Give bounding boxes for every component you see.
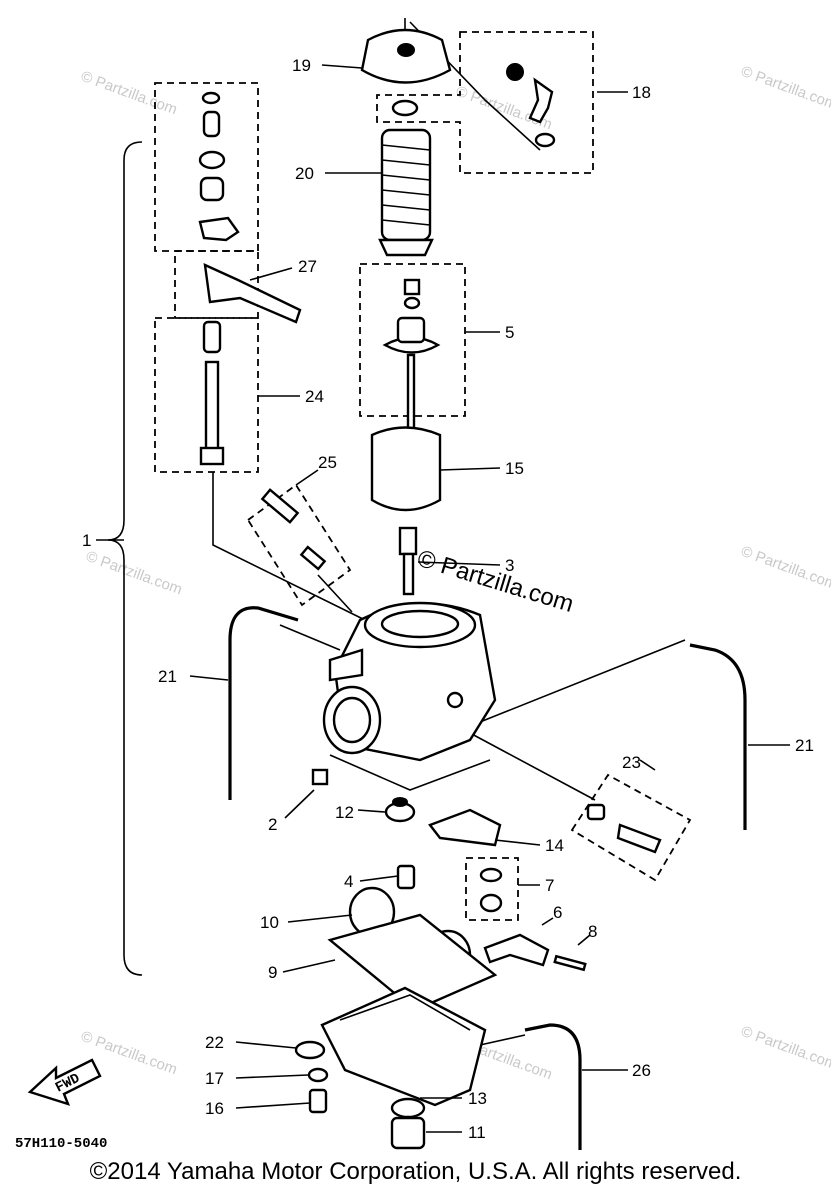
washer (391, 99, 419, 117)
callout-24: 24 (305, 387, 324, 406)
callout-1: 1 (82, 531, 91, 550)
callout-21-right: 21 (795, 736, 814, 755)
callout-8: 8 (588, 922, 597, 941)
slide-15 (370, 426, 442, 512)
line-12-guide (329, 754, 491, 791)
callout-26: 26 (632, 1061, 651, 1080)
callout-12: 12 (335, 803, 354, 822)
cap-19 (360, 28, 452, 84)
washer-17 (307, 1067, 329, 1083)
part-24 (199, 320, 225, 466)
part-13 (390, 1097, 426, 1119)
top-left-stack (198, 91, 240, 242)
part-2 (311, 768, 329, 786)
callout-16: 16 (205, 1099, 224, 1118)
part-12 (384, 797, 416, 823)
fwd-arrow: FWD (27, 1058, 102, 1106)
part-6 (483, 933, 550, 967)
callout-21-left: 21 (158, 667, 177, 686)
copyright-notice: ©2014 Yamaha Motor Corporation, U.S.A. A… (89, 1158, 742, 1185)
callout-22: 22 (205, 1033, 224, 1052)
line-25-to-body (317, 574, 353, 613)
callout-18: 18 (632, 83, 651, 102)
part-25 (260, 488, 327, 571)
spring-20 (378, 128, 434, 257)
callout-13: 13 (468, 1089, 487, 1108)
part-22 (294, 1040, 326, 1060)
watermarks: © Partzilla.com © Partzilla.com © Partzi… (79, 63, 831, 1084)
callout-labels: 19 18 20 27 5 24 15 25 1 3 21 21 23 2 12… (82, 56, 814, 1142)
line-24-to-body (212, 472, 366, 621)
dashed-box-23 (570, 773, 692, 882)
callout-15: 15 (505, 459, 524, 478)
diagram-code: 57H110-5040 (15, 1136, 107, 1152)
callout-23: 23 (622, 753, 641, 772)
callout-7: 7 (545, 876, 554, 895)
dashed-box-24 (154, 317, 259, 473)
pin-8 (553, 954, 587, 972)
dashed-box-7 (465, 857, 519, 921)
lever-27 (203, 263, 302, 324)
line-23 (454, 724, 596, 801)
watermark-7: © Partzilla.com (739, 1023, 831, 1074)
screw-16 (308, 1088, 328, 1114)
leader-lines (96, 64, 790, 1133)
carburetor-body (322, 601, 497, 762)
float-bowl (320, 986, 487, 1107)
watermark-5: © Partzilla.com (739, 543, 831, 594)
part-18 (506, 63, 556, 148)
watermark-2: © Partzilla.com (739, 63, 831, 114)
line-26 (479, 1034, 526, 1046)
line-21-right (459, 639, 686, 731)
callout-6: 6 (553, 903, 562, 922)
dashed-box-top-left (154, 82, 259, 252)
callout-3: 3 (505, 556, 514, 575)
watermark-4: © Partzilla.com (84, 548, 185, 599)
part-14 (428, 808, 502, 847)
callout-11: 11 (468, 1123, 486, 1142)
callout-5: 5 (505, 323, 514, 342)
gasket-9 (327, 913, 498, 1012)
callout-2: 2 (268, 815, 277, 834)
tube-21-right (689, 643, 747, 830)
watermark-1: © Partzilla.com (79, 68, 180, 119)
callout-25: 25 (318, 453, 337, 472)
plug-11 (390, 1116, 426, 1150)
callout-17: 17 (205, 1069, 224, 1088)
callout-10: 10 (260, 913, 279, 932)
dashed-box-5 (359, 263, 466, 417)
dashed-box-18 (376, 31, 594, 174)
part-3 (398, 526, 418, 596)
tube-26 (524, 1023, 582, 1150)
line-21-left (279, 624, 341, 651)
callout-9: 9 (268, 963, 277, 982)
callout-14: 14 (545, 836, 564, 855)
callout-4: 4 (344, 872, 353, 891)
part-4 (396, 864, 416, 890)
tube-21-left (228, 606, 299, 800)
callout-20: 20 (295, 164, 314, 183)
part-7 (479, 867, 503, 913)
callout-27: 27 (298, 257, 317, 276)
callout-19: 19 (292, 56, 311, 75)
part-23 (586, 803, 662, 854)
